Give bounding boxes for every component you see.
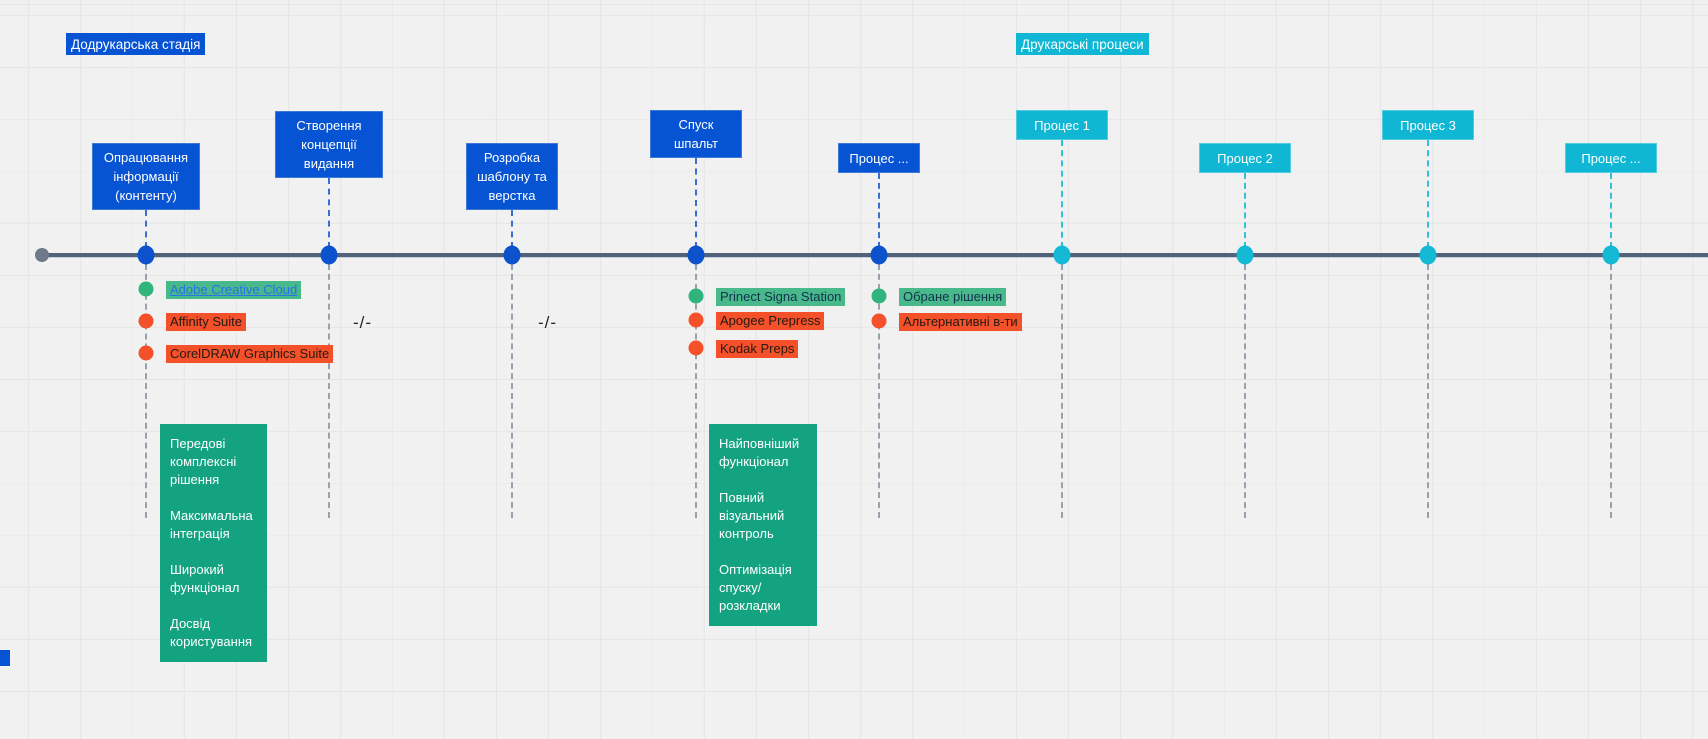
timeline-node[interactable]	[870, 245, 888, 265]
tool-item-prinect-signa-station[interactable]: Prinect Signa Station	[716, 288, 846, 306]
node-guide-line	[878, 264, 880, 518]
tool-status-dot	[871, 288, 887, 304]
timeline-node[interactable]	[503, 245, 521, 265]
tool-item-adobe-creative-cloud[interactable]: Adobe Creative Cloud	[166, 281, 302, 299]
note-paragraph: Максимальна інтеграція	[170, 508, 253, 541]
stage-label-press[interactable]: Друкарські процеси	[1016, 33, 1149, 55]
timeline-node[interactable]	[1053, 245, 1071, 265]
milestone-connector	[328, 178, 330, 248]
tool-item-kodak-preps[interactable]: Kodak Preps	[716, 340, 799, 358]
tool-status-dot	[871, 313, 887, 329]
tool-item-affinity-suite[interactable]: Affinity Suite	[166, 313, 247, 331]
note-paragraph: Досвід користування	[170, 616, 253, 649]
milestone-box-process-3[interactable]: Процес 3	[1382, 110, 1474, 140]
node-guide-line	[1061, 264, 1063, 518]
timeline-start-dot	[35, 248, 49, 262]
tool-item-alternatives[interactable]: Альтернативні в-ти	[899, 313, 1022, 331]
tool-link[interactable]: Adobe Creative Cloud	[170, 282, 298, 297]
node-guide-line	[511, 264, 513, 518]
milestone-box-process-ellipsis-blue[interactable]: Процес ...	[838, 143, 920, 173]
stage-label-prepress[interactable]: Додрукарська стадія	[66, 33, 206, 55]
milestone-box-process-1[interactable]: Процес 1	[1016, 110, 1108, 140]
milestone-connector	[695, 158, 697, 248]
note-paragraph: Найповніший функціонал	[719, 436, 800, 469]
milestone-box-process-ellipsis-cyan[interactable]: Процес ...	[1565, 143, 1657, 173]
note-card-stage4[interactable]: Найповніший функціонал Повний візуальний…	[709, 424, 817, 626]
tool-status-dot	[138, 313, 154, 329]
gap-marker: -/-	[538, 313, 558, 332]
milestone-connector	[1427, 140, 1429, 248]
node-guide-line	[145, 264, 147, 518]
timeline-node[interactable]	[1236, 245, 1254, 265]
node-guide-line	[1244, 264, 1246, 518]
note-paragraph: Широкий функціонал	[170, 562, 240, 595]
milestone-box-template-layout[interactable]: Розробка шаблону та верстка	[466, 143, 558, 210]
node-guide-line	[695, 264, 697, 518]
note-paragraph: Повний візуальний контроль	[719, 490, 785, 541]
milestone-box-concept-creation[interactable]: Створення концепції видання	[275, 111, 383, 178]
milestone-box-content-processing[interactable]: Опрацювання інформації (контенту)	[92, 143, 200, 210]
tool-item-chosen-solution[interactable]: Обране рішення	[899, 288, 1007, 306]
node-guide-line	[1427, 264, 1429, 518]
tool-item-coreldraw[interactable]: CorelDRAW Graphics Suite	[166, 345, 334, 363]
node-guide-line	[1610, 264, 1612, 518]
milestone-connector	[1244, 173, 1246, 248]
timeline-node[interactable]	[320, 245, 338, 265]
milestone-connector	[878, 173, 880, 248]
milestone-connector	[1610, 173, 1612, 248]
timeline-node[interactable]	[137, 245, 155, 265]
node-guide-line	[328, 264, 330, 518]
tool-status-dot	[688, 312, 704, 328]
timeline-node[interactable]	[1419, 245, 1437, 265]
timeline-node[interactable]	[1602, 245, 1620, 265]
clipped-shape	[0, 650, 10, 666]
milestone-box-process-2[interactable]: Процес 2	[1199, 143, 1291, 173]
tool-status-dot	[138, 281, 154, 297]
milestone-connector	[145, 210, 147, 248]
gap-marker: -/-	[353, 313, 373, 332]
milestone-box-imposition[interactable]: Спуск шпальт	[650, 110, 742, 158]
timeline-node[interactable]	[687, 245, 705, 265]
tool-status-dot	[138, 345, 154, 361]
milestone-connector	[511, 210, 513, 248]
tool-item-apogee-prepress[interactable]: Apogee Prepress	[716, 312, 825, 330]
tool-status-dot	[688, 288, 704, 304]
milestone-connector	[1061, 140, 1063, 248]
note-paragraph: Передові комплексні рішення	[170, 436, 237, 487]
note-paragraph: Оптимізація спуску/ розкладки	[719, 562, 792, 613]
tool-status-dot	[688, 340, 704, 356]
note-card-stage1[interactable]: Передові комплексні рішення Максимальна …	[160, 424, 267, 662]
